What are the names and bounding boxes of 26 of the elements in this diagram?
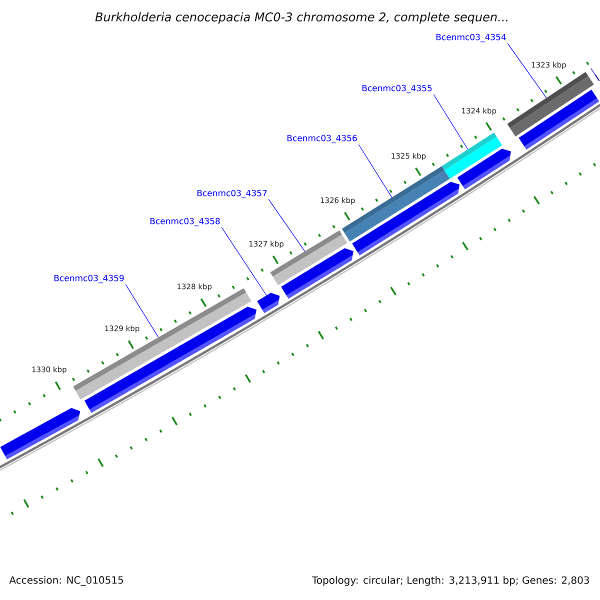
gene-block xyxy=(457,148,511,190)
gene-block xyxy=(257,292,280,314)
gene-label: Bcenmc03_4354 xyxy=(436,34,506,42)
leader-line xyxy=(221,227,267,296)
gene-label: Bcenmc03_4359 xyxy=(54,274,124,284)
leader-line xyxy=(125,284,159,338)
leader-line xyxy=(507,43,547,98)
gene-bar xyxy=(342,166,450,242)
gene-block xyxy=(281,248,354,299)
gene-label: Bcenmc03_4357 xyxy=(197,190,267,198)
gene-bar xyxy=(270,230,348,286)
gene-block xyxy=(84,306,256,413)
gene-label: Bcenmc03_4355 xyxy=(362,84,432,94)
leader-line xyxy=(268,199,306,252)
gene-label: Bcenmc03_4356 xyxy=(287,134,357,144)
gene-label: Bcenmc03_4358 xyxy=(150,218,220,226)
gene-bar xyxy=(442,132,502,179)
footer-text: Accession: NC_010515 xyxy=(9,576,124,586)
leader-line xyxy=(358,144,392,198)
title: Burkholderia cenocepacia MC0-3 chromosome 2, complete sequen... xyxy=(95,12,508,24)
gene-block xyxy=(0,408,80,460)
leader-line xyxy=(433,94,468,150)
gene-bar xyxy=(507,72,594,136)
gene-bar xyxy=(590,68,600,82)
footer-text: Topology: circular; Length: 3,213,911 bp; Genes: 2,803 xyxy=(312,576,589,586)
gene-block xyxy=(518,90,600,150)
